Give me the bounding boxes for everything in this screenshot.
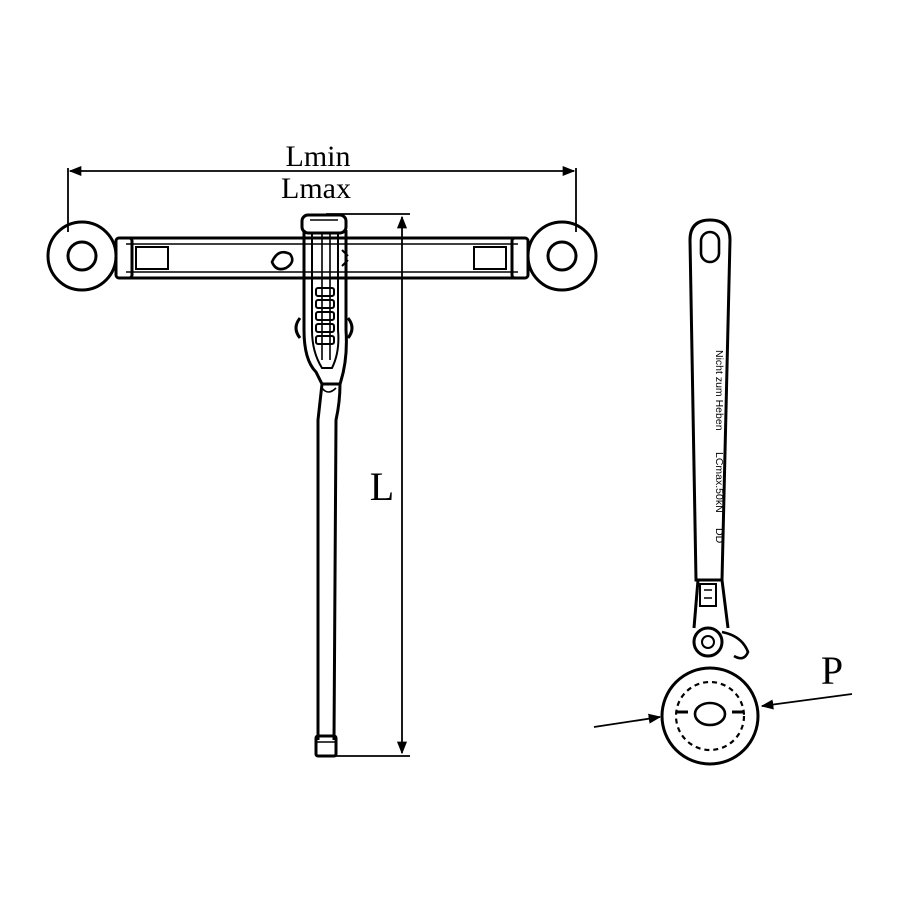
- pawl: [692, 626, 750, 660]
- left-eye: [46, 220, 118, 292]
- lmin-lmax-dimension: [67, 165, 577, 232]
- warning-stamp: Nicht zum Heben: [713, 350, 725, 431]
- ratchet-handle-side: [688, 218, 732, 629]
- lmin-label: Lmin: [286, 140, 351, 173]
- right-eye: [526, 220, 598, 292]
- length-label: L: [370, 464, 394, 509]
- p-dimension: [593, 693, 853, 728]
- capacity-stamp: LCmax.50kN: [713, 452, 725, 513]
- p-label: P: [821, 648, 843, 693]
- ratchet-wheel: [660, 666, 760, 766]
- front-view: [46, 165, 598, 758]
- lmax-label: Lmax: [281, 172, 351, 205]
- ratchet-handle-front: [294, 213, 354, 758]
- code-stamp: DD: [713, 528, 725, 544]
- length-dimension: [326, 213, 410, 757]
- side-view: [593, 218, 853, 766]
